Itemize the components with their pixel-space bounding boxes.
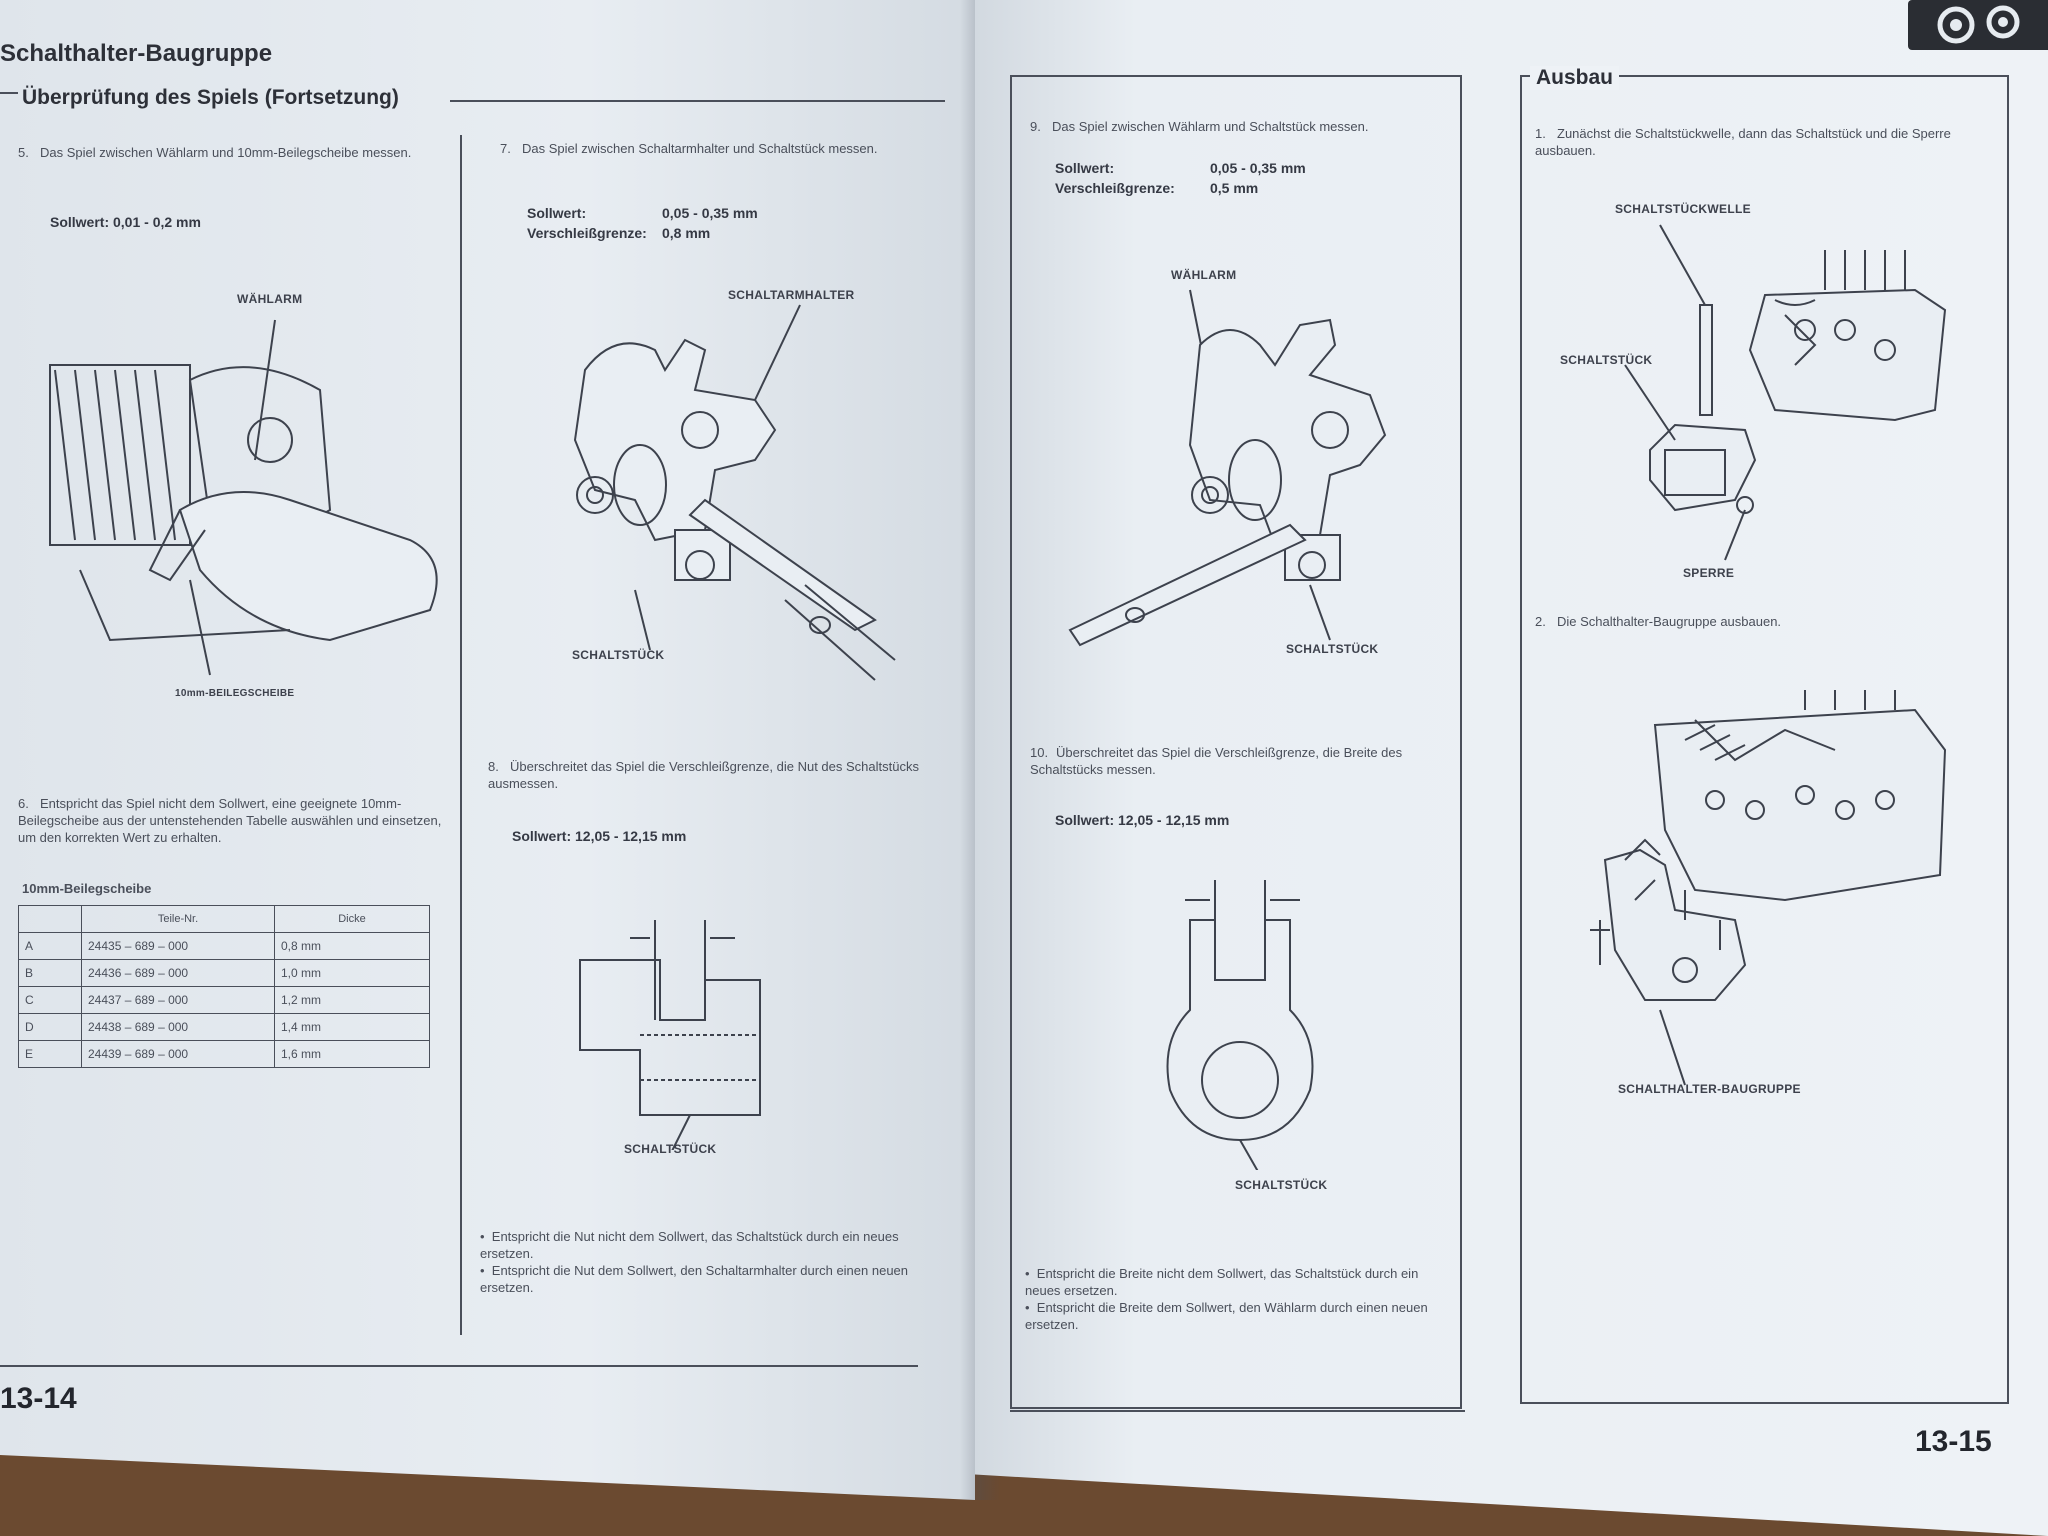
illustration-selector-measure [1068, 289, 1387, 647]
table-caption: 10mm-Beilegscheibe [22, 881, 152, 896]
spec-value: 0,05 - 0,35 mm [1210, 160, 1306, 176]
table-header: Teile-Nr. [81, 905, 275, 933]
table-cell: A [18, 932, 82, 960]
ausbau-step-2: 2.Die Schalthalter-Baugruppe ausbauen. [1535, 614, 1782, 629]
bullet-list-right: • Entspricht die Breite nicht dem Sollwe… [1025, 1265, 1455, 1333]
table-cell: C [18, 986, 82, 1014]
step-7: 7.Das Spiel zwischen Schaltarmhalter und… [500, 141, 878, 156]
bullet-item: • Entspricht die Nut nicht dem Sollwert,… [480, 1229, 899, 1261]
label-schaltstueck-10: SCHALTSTÜCK [1235, 1178, 1328, 1192]
table-cell: 24435 – 689 – 000 [81, 932, 275, 960]
spec-value: 0,05 - 0,35 mm [662, 205, 758, 221]
label-waehlarm-9: WÄHLARM [1171, 268, 1237, 282]
table-cell: 0,8 mm [274, 932, 430, 960]
bottom-rule [0, 1365, 918, 1367]
step-9: 9.Das Spiel zwischen Wählarm und Schalts… [1030, 119, 1369, 134]
illustration-remove-assembly [1590, 690, 1947, 1086]
spec-value: 0,5 mm [1210, 180, 1259, 196]
table-cell: 24439 – 689 – 000 [81, 1040, 275, 1068]
bullet-item: • Entspricht die Breite dem Sollwert, de… [1025, 1300, 1428, 1332]
spec-label: Verschleißgrenze: [1055, 180, 1175, 196]
spec-label: Verschleißgrenze: [527, 225, 647, 241]
bottom-rule-right [1010, 1410, 1465, 1412]
table-cell: 1,0 mm [274, 959, 430, 987]
table-cell: 24437 – 689 – 000 [81, 986, 275, 1014]
heading-rule-left [0, 92, 18, 94]
page-title: Schalthalter-Baugruppe [0, 40, 273, 67]
label-waehlarm: WÄHLARM [237, 292, 303, 306]
bullet-item: • Entspricht die Nut dem Sollwert, den S… [480, 1263, 909, 1295]
section-heading: Überprüfung des Spiels (Fortsetzung) [22, 86, 399, 109]
left-page: Schalthalter-Baugruppe Überprüfung des S… [0, 0, 975, 1500]
label-schaltstueck-ausbau: SCHALTSTÜCK [1560, 353, 1653, 367]
table-header: Dicke [274, 905, 430, 933]
illustration-remove-shaft [1624, 224, 1947, 561]
table-cell: 24436 – 689 – 000 [81, 959, 275, 987]
label-schaltstueckwelle: SCHALTSTÜCKWELLE [1615, 202, 1751, 216]
table-cell: 1,2 mm [274, 986, 430, 1014]
illustration-groove-measure [579, 920, 761, 1150]
table-cell: 1,6 mm [274, 1040, 430, 1068]
right-page: 9.Das Spiel zwischen Wählarm und Schalts… [975, 0, 2048, 1536]
step-5-spec: Sollwert: 0,01 - 0,2 mm [50, 214, 201, 230]
label-sperre: SPERRE [1683, 566, 1735, 580]
spec-label: Sollwert: [1055, 160, 1115, 176]
step-6: 6.Entspricht das Spiel nicht dem Sollwer… [18, 796, 442, 845]
step-8: 8.Überschreitet das Spiel die Verschleiß… [488, 759, 919, 791]
table-header [18, 905, 82, 933]
table-cell: E [18, 1040, 82, 1068]
step-5: 5.Das Spiel zwischen Wählarm und 10mm-Be… [18, 145, 412, 160]
page-number-right: 13-15 [1915, 1425, 1992, 1458]
label-schaltstueck-7: SCHALTSTÜCK [572, 648, 665, 662]
spec-value: 0,8 mm [662, 225, 711, 241]
illustration-fork-holder-measure [573, 304, 896, 681]
step-7-spec: Sollwert: 0,05 - 0,35 mm Verschleißgrenze… [527, 203, 758, 243]
bullet-item: • Entspricht die Breite nicht dem Sollwe… [1025, 1266, 1419, 1298]
table-cell: 1,4 mm [274, 1013, 430, 1041]
step-9-spec: Sollwert: 0,05 - 0,35 mm Verschleißgrenze… [1055, 158, 1306, 198]
table-header-row: Teile-Nr. Dicke [18, 905, 430, 933]
illustration-shim-measure [49, 319, 438, 676]
gear-icon [1908, 0, 2048, 50]
label-schaltstueck-9: SCHALTSTÜCK [1286, 642, 1379, 656]
illustration-width-measure [1166, 880, 1314, 1170]
label-schaltstueck-8: SCHALTSTÜCK [624, 1142, 717, 1156]
table-cell: 24438 – 689 – 000 [81, 1013, 275, 1041]
step-10-spec: Sollwert: 12,05 - 12,15 mm [1055, 812, 1230, 828]
procedure-box [1010, 75, 1462, 1409]
column-divider [460, 135, 462, 1335]
label-schalthalter-baugruppe: SCHALTHALTER-BAUGRUPPE [1618, 1082, 1801, 1096]
ausbau-box [1520, 75, 2009, 1404]
bullet-list: • Entspricht die Nut nicht dem Sollwert,… [480, 1228, 920, 1296]
label-schaltarmhalter: SCHALTARMHALTER [728, 288, 855, 302]
spec-label: Sollwert: [527, 205, 587, 221]
heading-rule [450, 100, 945, 102]
ausbau-heading: Ausbau [1530, 66, 1620, 90]
table-cell: D [18, 1013, 82, 1041]
label-beilegscheibe: 10mm-BEILEGSCHEIBE [175, 688, 295, 699]
ausbau-step-1: 1.Zunächst die Schaltstückwelle, dann da… [1535, 126, 1951, 158]
step-10: 10.Überschreitet das Spiel die Verschlei… [1030, 745, 1403, 777]
step-8-spec: Sollwert: 12,05 - 12,15 mm [512, 828, 687, 844]
table-cell: B [18, 959, 82, 987]
page-number: 13-14 [0, 1382, 77, 1415]
